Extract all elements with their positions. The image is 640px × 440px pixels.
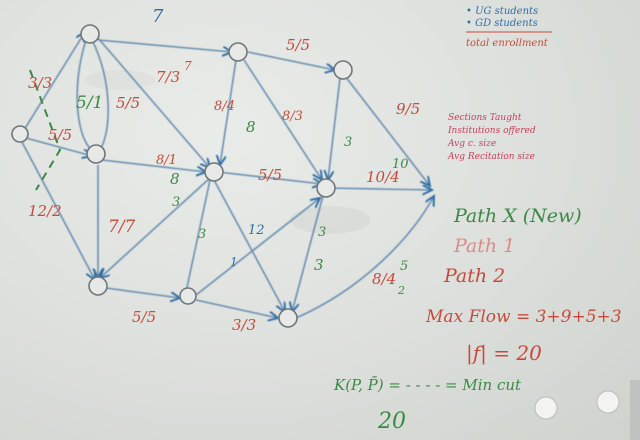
node-source xyxy=(11,125,29,143)
edge-label: 10/4 xyxy=(366,168,400,186)
node xyxy=(80,24,100,44)
graph-nodes xyxy=(11,24,353,328)
legend-block: • UG students • GD students total enroll… xyxy=(466,6,552,49)
edge-label: 3/3 xyxy=(232,316,256,334)
magnets xyxy=(534,380,640,440)
edge xyxy=(76,39,93,151)
edge-label: 7 xyxy=(184,59,192,73)
edge xyxy=(185,179,211,293)
max-flow-line: Max Flow = 3+9+5+3 xyxy=(425,307,622,327)
edge xyxy=(195,198,320,296)
edge-label: 5/5 xyxy=(286,36,310,54)
node xyxy=(228,42,248,62)
edge xyxy=(97,37,210,168)
erasure-smudge xyxy=(290,206,370,234)
cut-line: K(P, P̄) = - - - - = Min cut xyxy=(333,376,522,394)
legend-line: • UG students xyxy=(466,6,538,17)
note-line: Avg c. size xyxy=(447,139,496,149)
edge xyxy=(23,32,85,131)
edge xyxy=(25,137,92,156)
edge xyxy=(91,39,109,151)
edge-label: 3 xyxy=(198,227,206,242)
edge-label: 5/1 xyxy=(76,93,103,113)
edge-label: 7/3 xyxy=(156,68,180,86)
edge xyxy=(292,191,325,312)
edge xyxy=(247,51,335,70)
edge-label: 7/7 xyxy=(108,217,136,237)
edge-label: 10 xyxy=(392,157,409,172)
edge-label: 7 xyxy=(152,6,164,27)
note-line: Institutions offered xyxy=(447,126,536,136)
edge-label: 8 xyxy=(170,170,180,188)
magnet xyxy=(596,390,620,414)
cut-value: 20 xyxy=(377,409,406,434)
node xyxy=(316,178,336,198)
edge-label: 1 xyxy=(230,255,238,269)
edge-label: 8 xyxy=(246,118,256,136)
note-line: Sections Taught xyxy=(448,113,522,123)
edge xyxy=(243,59,322,180)
graph-edges xyxy=(21,32,434,319)
magnet xyxy=(534,396,558,420)
edge xyxy=(101,159,206,172)
node xyxy=(179,287,197,305)
board-frame xyxy=(630,380,640,440)
edge xyxy=(21,141,95,280)
note-line: Avg Recitation size xyxy=(447,152,535,162)
edge-label: 9/5 xyxy=(396,100,420,118)
edge-label: 5/5 xyxy=(132,308,156,326)
edge-label: 8/1 xyxy=(156,153,177,168)
legend-line: total enrollment xyxy=(466,38,549,49)
edge-label: 3 xyxy=(344,135,352,150)
edge-label: 12/2 xyxy=(28,202,62,220)
edge-label: 8/4 xyxy=(372,270,396,288)
node xyxy=(333,60,353,80)
edge-label: 5/5 xyxy=(48,126,72,144)
edge-label: 3 xyxy=(314,256,324,274)
legend-line: • GD students xyxy=(466,18,538,29)
erasure-smudge xyxy=(85,70,155,90)
edge-label: 5 xyxy=(400,259,408,274)
edge-label: 3 xyxy=(318,225,326,240)
edge xyxy=(100,177,211,278)
edge-label: 8/3 xyxy=(282,109,303,124)
edge xyxy=(328,77,341,180)
flow-value: |f| = 20 xyxy=(466,341,542,366)
node xyxy=(86,144,106,164)
edge-label: 2 xyxy=(397,284,405,297)
edge-label: 8/4 xyxy=(214,99,235,114)
edge xyxy=(97,39,232,52)
path-1-label: Path 1 xyxy=(453,235,515,257)
edge-label: 5/5 xyxy=(116,94,140,112)
edge xyxy=(217,171,322,184)
edge xyxy=(327,188,432,190)
node xyxy=(204,162,224,182)
edge xyxy=(344,75,430,186)
edge xyxy=(105,287,180,298)
cut-formula: K(P, P̄) = - - - - = Min cut 20 xyxy=(333,376,522,434)
edge-label: 5/5 xyxy=(258,166,282,184)
edge xyxy=(220,59,237,165)
edge-label: 3/3 xyxy=(28,74,52,92)
node xyxy=(278,308,298,328)
edge-label: 3 xyxy=(172,195,180,210)
node xyxy=(88,276,108,296)
path-x-label: Path X (New) xyxy=(453,205,582,227)
edge-label: 12 xyxy=(248,223,265,238)
edge xyxy=(213,179,285,312)
edge xyxy=(295,196,434,319)
edge xyxy=(195,299,278,318)
right-notes: Path X (New) Path 1 Path 2 Max Flow = 3+… xyxy=(425,205,622,366)
min-cut-marker xyxy=(29,69,62,191)
path-2-label: Path 2 xyxy=(443,265,505,287)
notes-block: Sections Taught Institutions offered Avg… xyxy=(447,113,536,162)
